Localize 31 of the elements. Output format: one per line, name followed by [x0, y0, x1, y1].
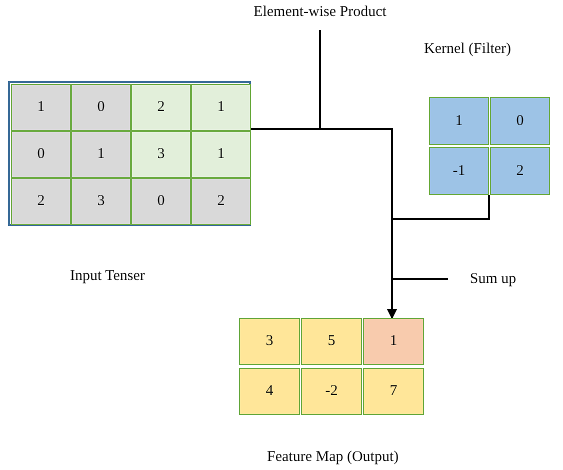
annotation-text: Sum up	[470, 270, 516, 288]
number-cell: 2	[191, 178, 251, 225]
number-cell: 3	[131, 131, 191, 178]
number-cell: 0	[131, 178, 191, 225]
number-cell: 1	[191, 131, 251, 178]
caption: Feature Map (Output)	[267, 449, 399, 466]
number-cell: 1	[11, 84, 71, 131]
number-cell: 2	[11, 178, 71, 225]
number-cell: -1	[429, 147, 489, 195]
number-cell: 1	[429, 97, 489, 145]
node-label: Input Tenser	[70, 268, 145, 285]
leader-line	[392, 278, 448, 280]
connector-arrow	[387, 195, 490, 319]
number-cell: 0	[71, 84, 131, 131]
number-cell: 1	[71, 131, 131, 178]
annotation-text: Element-wise Product	[254, 4, 386, 20]
number-cell: 0	[490, 97, 550, 145]
number-cell: 3	[239, 318, 300, 365]
number-cell: 3	[71, 178, 131, 225]
number-cell: 7	[363, 368, 424, 415]
number-cell: -2	[301, 368, 362, 415]
number-cell: 2	[490, 147, 550, 195]
number-cell: 2	[131, 84, 191, 131]
number-cell: 4	[239, 368, 300, 415]
number-cell: 1	[363, 318, 424, 365]
number-cell: 5	[301, 318, 362, 365]
input-grid	[8, 81, 251, 226]
leader-line	[319, 30, 321, 129]
caption: Kernel (Filter)	[424, 41, 512, 58]
number-cell: 1	[191, 84, 251, 131]
number-cell: 0	[11, 131, 71, 178]
